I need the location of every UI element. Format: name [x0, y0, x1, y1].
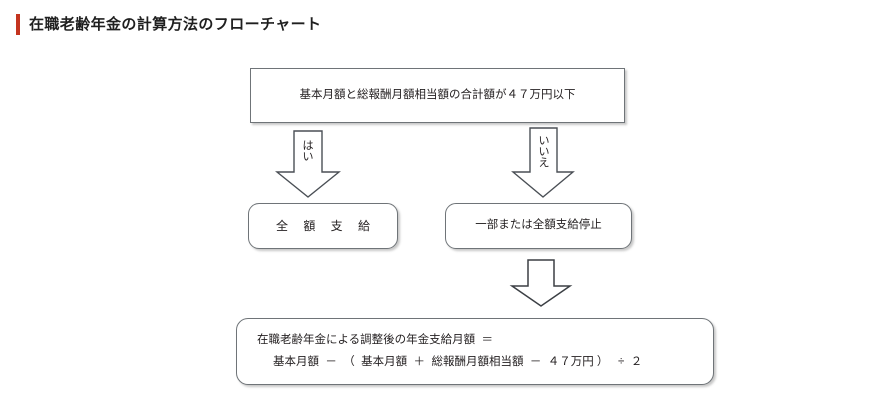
- result-box-suspension-label: 一部または全額支給停止: [475, 219, 602, 232]
- formula-line-1: 在職老齢年金による調整後の年金支給月額 ＝: [257, 334, 494, 347]
- page-title: 在職老齢年金の計算方法のフローチャート: [29, 16, 322, 33]
- result-box-full-payment: 全 額 支 給: [248, 203, 398, 249]
- formula-line-2: 基本月額 － （ 基本月額 ＋ 総報酬月額相当額 － ４７万円 ） ÷ ２: [273, 355, 643, 368]
- title-accent-bar: [16, 14, 20, 35]
- result-box-full-payment-label: 全 額 支 給: [275, 218, 376, 233]
- formula-lines: 在職老齢年金による調整後の年金支給月額 ＝ 基本月額 － （ 基本月額 ＋ 総報…: [257, 330, 642, 373]
- condition-box-label: 基本月額と総報酬月額相当額の合計額が４７万円以下: [299, 88, 576, 101]
- page-title-bar: 在職老齢年金の計算方法のフローチャート: [16, 14, 321, 35]
- down-arrow-icon-yes: [275, 130, 341, 198]
- result-box-suspension: 一部または全額支給停止: [445, 203, 632, 249]
- down-arrow-icon-no: [511, 127, 575, 198]
- formula-box: 在職老齢年金による調整後の年金支給月額 ＝ 基本月額 － （ 基本月額 ＋ 総報…: [236, 318, 714, 385]
- down-arrow-icon-final: [509, 259, 573, 307]
- condition-box: 基本月額と総報酬月額相当額の合計額が４７万円以下: [250, 68, 625, 123]
